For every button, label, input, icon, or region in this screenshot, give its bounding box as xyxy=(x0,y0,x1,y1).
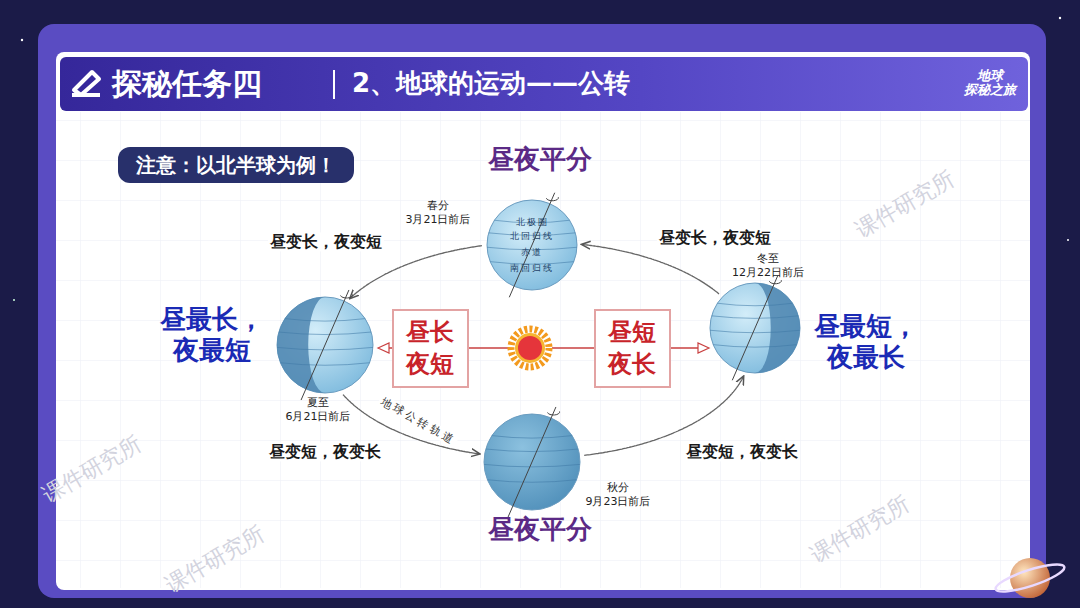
orbit-arrow xyxy=(350,246,482,298)
daylight-heading: 昼最长， 夜最短 xyxy=(156,304,268,366)
latitude-label: 南回归线 xyxy=(510,263,554,274)
orbit-arrow xyxy=(582,245,719,294)
latitude-label: 北极圈 xyxy=(516,217,549,228)
note-text: 注意：以北半球为例！ xyxy=(136,153,336,177)
date-label: 夏至 6月21日前后 xyxy=(276,396,360,424)
season-heading: 昼夜平分 xyxy=(488,514,592,545)
daylight-text: 昼长 夜短 xyxy=(404,316,457,381)
edge-label: 昼变短，夜变长 xyxy=(684,442,800,461)
latitude-label: 北回归线 xyxy=(510,231,554,242)
edge-label: 昼变短，夜变长 xyxy=(267,442,383,461)
season-heading: 昼夜平分 xyxy=(488,144,592,175)
edge-label: 昼变长，夜变短 xyxy=(268,232,384,251)
earth-globe xyxy=(710,283,800,373)
task-label: 探秘任务四 xyxy=(112,66,262,102)
daylight-box: 昼长 夜短 xyxy=(392,309,469,388)
earth-globe-node: 昼最长， 夜最短夏至 6月21日前后 xyxy=(277,297,373,393)
daylight-heading: 昼最短， 夜最长 xyxy=(810,311,922,373)
earth-globe xyxy=(484,414,580,510)
daylight-text: 昼短 夜长 xyxy=(606,316,659,381)
logo-text: 地球 探秘之旅 xyxy=(959,69,1021,98)
note-box: 注意：以北半球为例！ xyxy=(118,147,354,183)
daylight-box: 昼短 夜长 xyxy=(594,309,671,388)
edge-label: 昼变长，夜变短 xyxy=(657,228,773,247)
date-label: 春分 3月21日前后 xyxy=(396,199,480,227)
earth-globe xyxy=(277,297,373,393)
date-label: 冬至 12月22日前后 xyxy=(726,252,810,280)
earth-globe-node: 昼最短， 夜最长冬至 12月22日前后 xyxy=(710,283,800,373)
earth-globe xyxy=(487,200,577,290)
slide-title: 2、地球的运动——公转 xyxy=(352,68,630,99)
earth-globe-node: 昼夜平分秋分 9月23日前后 xyxy=(484,414,580,510)
latitude-label: 赤道 xyxy=(521,247,543,258)
date-label: 秋分 9月23日前后 xyxy=(576,481,660,509)
earth-globe-node: 昼夜平分春分 3月21日前后北极圈北回归线赤道南回归线 xyxy=(487,200,577,290)
